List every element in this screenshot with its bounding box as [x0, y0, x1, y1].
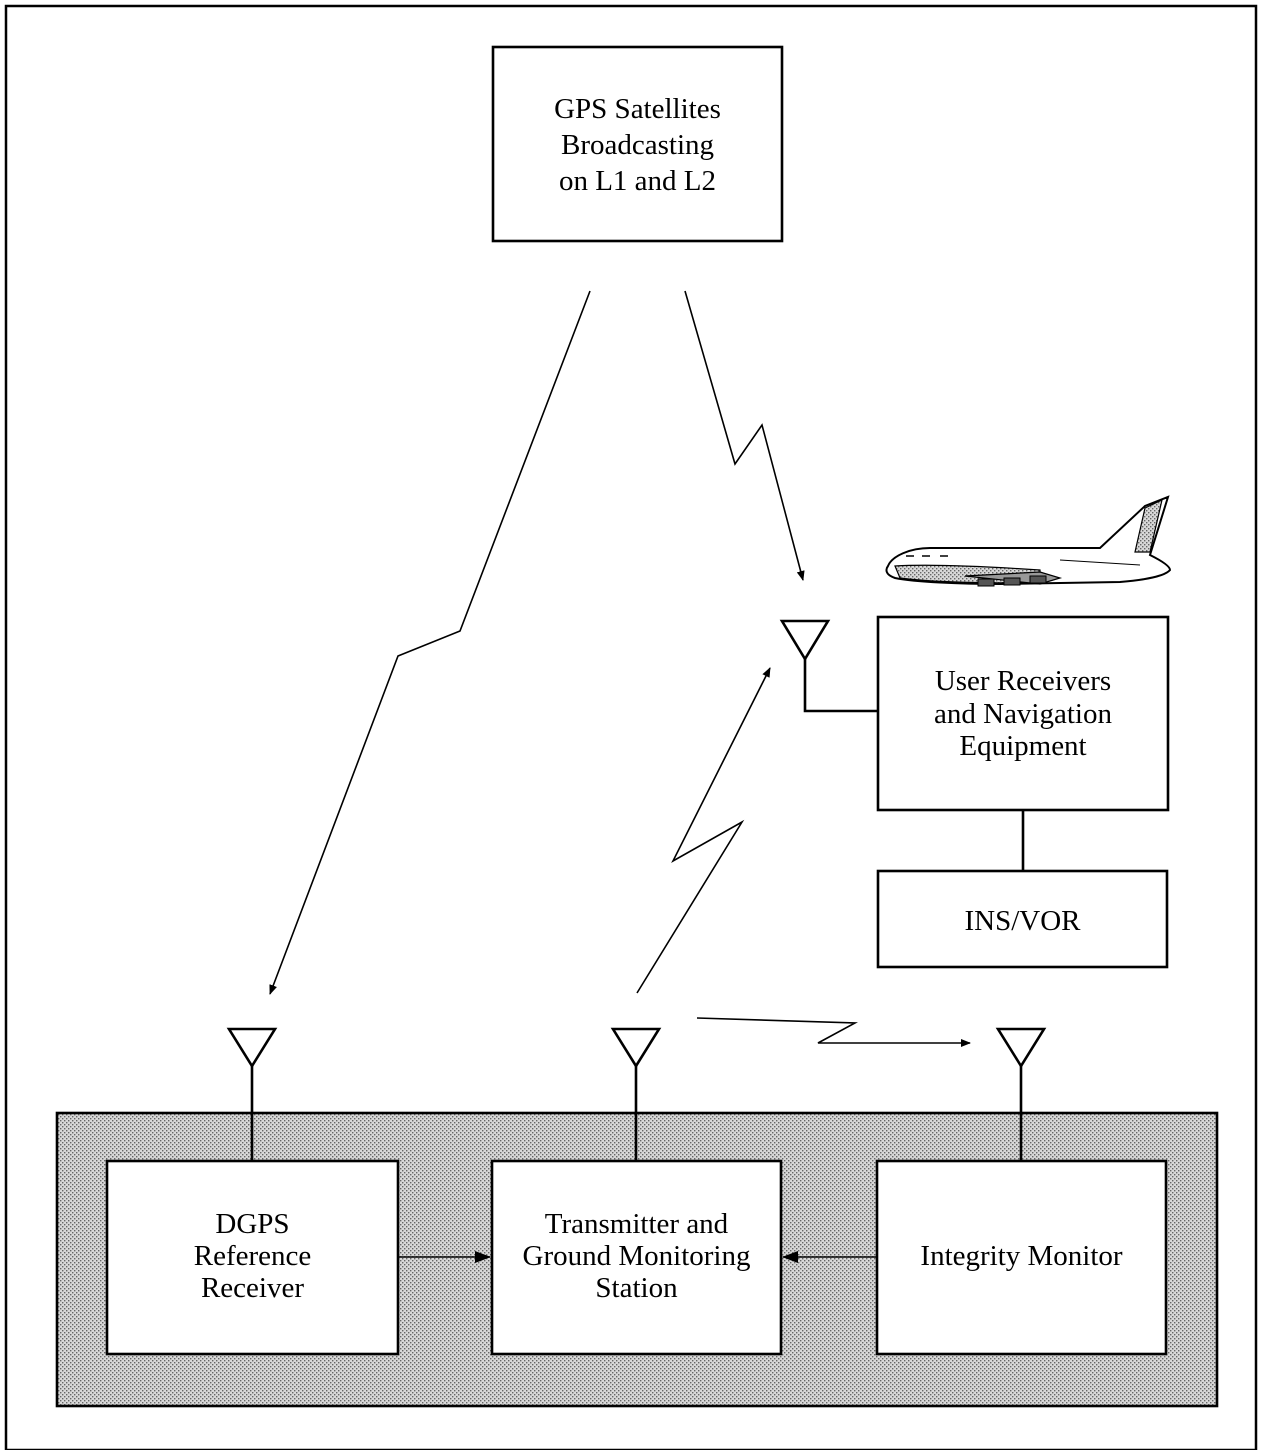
ins-vor-label: INS/VOR — [964, 905, 1081, 937]
antenna-icon — [779, 619, 878, 713]
diagram-frame — [4, 4, 1258, 1450]
uplink-to-aircraft-signal — [636, 667, 771, 994]
gps-satellites-line-1: GPS Satellites — [554, 93, 721, 125]
transmitter-station-box: Transmitter and Ground Monitoring Statio… — [490, 1159, 783, 1356]
reference-receiver-line-2: Reference — [194, 1240, 312, 1272]
user-receivers-line-3: Equipment — [959, 730, 1086, 762]
airplane-icon — [885, 495, 1172, 587]
satellite-to-reference-signal — [269, 290, 591, 995]
transmitter-station-line-2: Ground Monitoring — [523, 1240, 751, 1272]
transmitter-station-line-1: Transmitter and — [545, 1208, 729, 1240]
transmitter-to-monitor-signal — [696, 1017, 971, 1047]
ins-vor-box: INS/VOR — [876, 869, 1169, 969]
antenna-icon — [226, 1027, 278, 1161]
gps-satellites-line-3: on L1 and L2 — [559, 165, 716, 197]
integrity-monitor-label: Integrity Monitor — [920, 1240, 1123, 1272]
transmitter-station-line-3: Station — [595, 1272, 678, 1304]
gps-satellites-line-2: Broadcasting — [561, 129, 714, 161]
reference-receiver-line-1: DGPS — [215, 1208, 289, 1240]
user-receivers-box: User Receivers and Navigation Equipment — [876, 615, 1170, 812]
reference-receiver-line-3: Receiver — [201, 1272, 304, 1304]
antenna-icon — [610, 1027, 662, 1161]
gps-satellites-box: GPS Satellites Broadcasting on L1 and L2 — [491, 45, 784, 243]
antenna-icon — [995, 1027, 1047, 1161]
user-receivers-line-2: and Navigation — [934, 698, 1112, 730]
user-receivers-line-1: User Receivers — [935, 665, 1111, 697]
integrity-monitor-box: Integrity Monitor — [875, 1159, 1168, 1356]
satellite-to-aircraft-signal — [684, 290, 805, 581]
reference-receiver-box: DGPS Reference Receiver — [105, 1159, 400, 1356]
